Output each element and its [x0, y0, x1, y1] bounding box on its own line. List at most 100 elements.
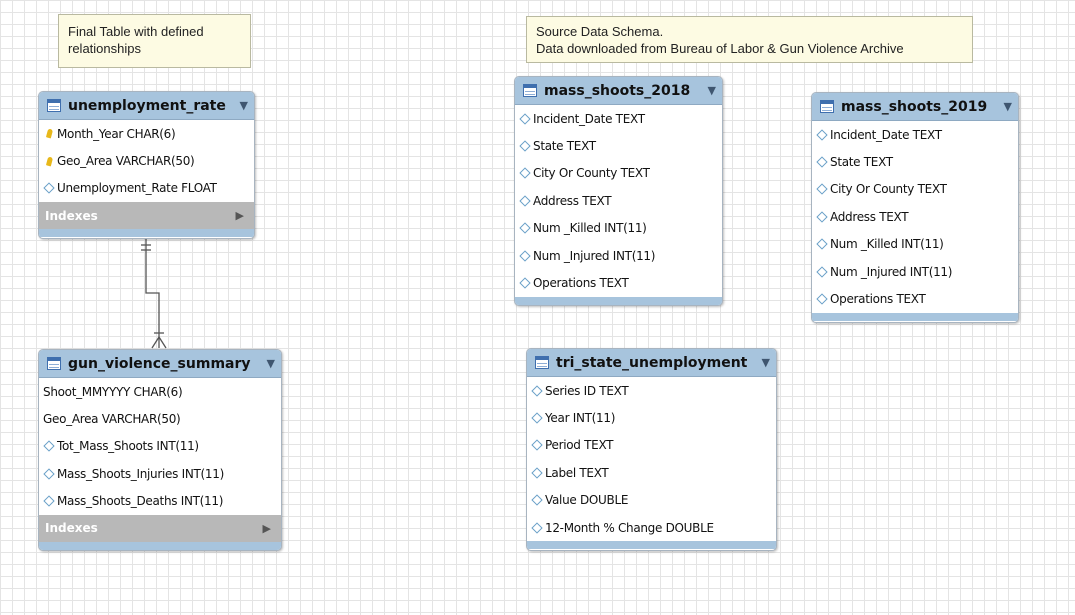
diamond-icon [816, 211, 828, 223]
column-row[interactable]: Mass_Shoots_Deaths INT(11) [39, 488, 281, 515]
diamond-icon [519, 167, 531, 180]
column-row[interactable]: Label TEXT [527, 459, 776, 486]
table-name: mass_shoots_2019 [841, 98, 988, 115]
note-line: relationships [68, 41, 141, 56]
column-label: City Or County TEXT [830, 182, 947, 197]
note-line: Final Table with defined [68, 24, 204, 39]
column-label: Incident_Date TEXT [830, 127, 942, 142]
column-label: State TEXT [533, 139, 596, 154]
column-row[interactable]: Period TEXT [527, 432, 776, 459]
diamond-icon [816, 183, 828, 196]
column-label: Num _Killed INT(11) [830, 237, 944, 252]
column-label: Address TEXT [830, 209, 909, 224]
column-row[interactable]: Unemployment_Rate FLOAT [39, 175, 254, 202]
diamond-icon [816, 238, 828, 250]
collapse-arrow-icon[interactable]: ▼ [266, 357, 275, 370]
table-icon [535, 356, 549, 369]
column-row[interactable]: Incident_Date TEXT [812, 121, 1018, 148]
table-footer [39, 541, 281, 550]
indexes-label: Indexes [45, 521, 98, 536]
column-row[interactable]: State TEXT [812, 148, 1018, 175]
indexes-section[interactable]: Indexes ▶ [39, 202, 254, 230]
column-row[interactable]: City Or County TEXT [515, 160, 722, 187]
column-label: Mass_Shoots_Injuries INT(11) [57, 466, 224, 481]
column-label: City Or County TEXT [533, 166, 650, 181]
table-icon [523, 84, 537, 97]
column-row[interactable]: Geo_Area VARCHAR(50) [39, 405, 281, 432]
column-label: Value DOUBLE [545, 493, 629, 508]
diamond-icon [531, 467, 543, 479]
column-label: Month_Year CHAR(6) [57, 126, 176, 141]
table-icon [47, 99, 61, 112]
indexes-label: Indexes [45, 208, 98, 223]
column-row[interactable]: Num _Killed INT(11) [812, 231, 1018, 258]
indexes-section[interactable]: Indexes ▶ [39, 514, 281, 542]
column-row[interactable]: Mass_Shoots_Injuries INT(11) [39, 460, 281, 487]
column-label: Geo_Area VARCHAR(50) [43, 412, 181, 427]
column-row[interactable]: Year INT(11) [527, 404, 776, 431]
column-row[interactable]: Series ID TEXT [527, 377, 776, 404]
table-footer [812, 312, 1018, 321]
column-label: Incident_Date TEXT [533, 111, 645, 126]
table-header[interactable]: unemployment_rate ▼ [39, 92, 254, 120]
table-name: gun_violence_summary [68, 355, 251, 372]
column-label: Mass_Shoots_Deaths INT(11) [57, 494, 224, 509]
expand-arrow-icon[interactable]: ▶ [262, 521, 271, 535]
table-name: mass_shoots_2018 [544, 82, 691, 99]
column-label: Operations TEXT [533, 276, 629, 291]
column-label: Shoot_MMYYYY CHAR(6) [43, 384, 183, 399]
note-final-table[interactable]: Final Table with defined relationships [58, 14, 251, 68]
table-header[interactable]: mass_shoots_2019 ▼ [812, 93, 1018, 121]
column-row[interactable]: Address TEXT [515, 187, 722, 214]
column-row[interactable]: Num _Injured INT(11) [515, 242, 722, 269]
note-line: Source Data Schema. [536, 24, 664, 39]
column-label: Num _Injured INT(11) [830, 264, 953, 279]
table-gun-violence-summary[interactable]: gun_violence_summary ▼ Shoot_MMYYYY CHAR… [38, 349, 282, 551]
column-row[interactable]: Operations TEXT [812, 285, 1018, 312]
collapse-arrow-icon[interactable]: ▼ [707, 84, 716, 97]
column-row[interactable]: Incident_Date TEXT [515, 105, 722, 132]
table-icon [47, 357, 61, 370]
diamond-icon [531, 385, 543, 397]
diamond-icon [531, 412, 543, 424]
column-row[interactable]: Operations TEXT [515, 269, 722, 296]
diamond-icon [519, 195, 531, 207]
table-name: tri_state_unemployment [556, 354, 748, 371]
table-tri-state-unemployment[interactable]: tri_state_unemployment ▼ Series ID TEXT … [526, 348, 777, 551]
column-row[interactable]: Address TEXT [812, 203, 1018, 230]
diamond-icon [531, 494, 543, 506]
table-mass-shoots-2018[interactable]: mass_shoots_2018 ▼ Incident_Date TEXT St… [514, 76, 723, 306]
key-icon [43, 156, 55, 167]
column-row[interactable]: Shoot_MMYYYY CHAR(6) [39, 378, 281, 405]
column-label: Address TEXT [533, 193, 612, 208]
column-label: 12-Month % Change DOUBLE [545, 520, 714, 535]
column-row[interactable]: Geo_Area VARCHAR(50) [39, 147, 254, 174]
table-header[interactable]: tri_state_unemployment ▼ [527, 349, 776, 377]
diamond-icon [531, 521, 543, 534]
table-header[interactable]: mass_shoots_2018 ▼ [515, 77, 722, 105]
column-row[interactable]: Num _Injured INT(11) [812, 258, 1018, 285]
expand-arrow-icon[interactable]: ▶ [235, 209, 244, 223]
column-row[interactable]: Value DOUBLE [527, 487, 776, 514]
column-row[interactable]: State TEXT [515, 132, 722, 159]
column-row[interactable]: Num _Killed INT(11) [515, 215, 722, 242]
diamond-icon [519, 222, 531, 234]
column-row[interactable]: City Or County TEXT [812, 176, 1018, 203]
column-row[interactable]: Tot_Mass_Shoots INT(11) [39, 433, 281, 460]
relationship-line [145, 238, 160, 348]
collapse-arrow-icon[interactable]: ▼ [761, 356, 770, 369]
table-mass-shoots-2019[interactable]: mass_shoots_2019 ▼ Incident_Date TEXT St… [811, 92, 1019, 323]
diamond-icon [816, 293, 828, 305]
diamond-icon [816, 129, 828, 141]
collapse-arrow-icon[interactable]: ▼ [239, 99, 248, 112]
diamond-icon [816, 265, 828, 278]
note-source-schema[interactable]: Source Data Schema. Data downloaded from… [526, 16, 973, 63]
table-header[interactable]: gun_violence_summary ▼ [39, 350, 281, 378]
table-name: unemployment_rate [68, 97, 226, 114]
table-unemployment-rate[interactable]: unemployment_rate ▼ Month_Year CHAR(6) G… [38, 91, 255, 239]
collapse-arrow-icon[interactable]: ▼ [1003, 100, 1012, 113]
column-row[interactable]: Month_Year CHAR(6) [39, 120, 254, 147]
column-label: Geo_Area VARCHAR(50) [57, 154, 195, 169]
column-row[interactable]: 12-Month % Change DOUBLE [527, 514, 776, 541]
